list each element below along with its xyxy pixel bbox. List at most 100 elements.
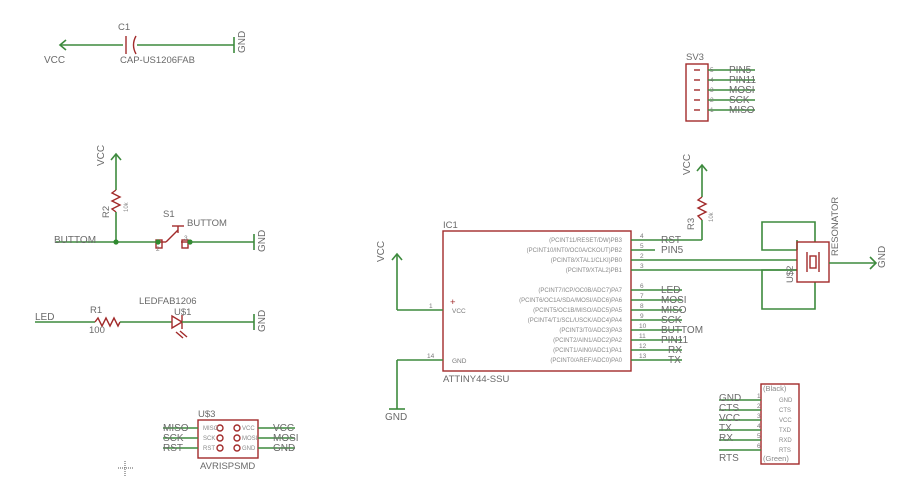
net-tx: TX [668,355,681,366]
s1-label: BUTTOM [187,218,227,229]
svg-text:RTS: RTS [779,448,791,454]
ftdi-bottom-label: (Green) [763,454,789,463]
svg-text:GND: GND [779,398,793,404]
svg-text:(PCINT9/XTAL2)PB1: (PCINT9/XTAL2)PB1 [566,268,623,274]
s1-pin-left: 2 [156,246,160,253]
net-buttom: BUTTOM [661,325,703,336]
ic1-gnd-pin: GND [452,358,467,365]
resistor-r1[interactable]: LED R1 100 [35,305,172,336]
sv3-name: SV3 [686,52,704,63]
s1-pin-right: 3 [184,235,188,242]
svg-text:10: 10 [639,323,647,330]
u3-net-vcc: VCC [273,423,294,434]
svg-text:5: 5 [710,67,714,74]
svg-text:(PCINT10/INT0/OC0A/CKOUT)PB2: (PCINT10/INT0/OC0A/CKOUT)PB2 [527,248,623,254]
vcc-label-c1: VCC [44,55,65,66]
net-mosi: MOSI [661,295,687,306]
c1-name: C1 [118,22,130,33]
net-rx: RX [668,345,682,356]
r3-value: 10k [709,211,715,222]
u3-net-mosi: MOSI [273,433,299,444]
origin-cross [118,461,133,476]
svg-text:5: 5 [757,433,761,440]
u3-net-sck: SCK [163,433,184,444]
ftdi-net-rts: RTS [719,453,739,464]
r2-name: R2 [101,206,112,218]
ic1-value: ATTINY44-SSU [443,374,509,385]
resistor-r2[interactable]: VCC R2 10k [96,145,130,242]
gnd-label-led: GND [257,310,268,332]
svg-text:2: 2 [640,253,644,260]
u3-net-miso: MISO [163,423,189,434]
led-value: LEDFAB1206 [139,296,197,307]
svg-text:12: 12 [639,343,647,350]
gnd-label-s1: GND [257,230,268,252]
sv3-pin-1: 5 PIN5 [694,65,755,76]
sv3-net-mosi: MOSI [729,85,755,96]
ic1-gnd-num: 14 [427,353,435,360]
header-sv3[interactable]: SV3 5 PIN5 4 PIN11 3 MOSI 2 SCK [685,52,756,122]
ic1-plus: + [450,297,456,308]
svg-text:TXD: TXD [779,428,792,434]
svg-text:VCC: VCC [779,418,792,424]
switch-s1[interactable]: S1 BUTTOM 2 3 GND [155,209,268,253]
ic1-name: IC1 [443,220,458,231]
svg-text:(PCINT7/ICP/OC0B/ADC7)PA7: (PCINT7/ICP/OC0B/ADC7)PA7 [538,288,622,294]
u3-pin-miso: MISO [203,426,219,432]
ic1-pin-8: (PCINT5/OC1B/MISO/ADC5)PA5 8 MISO [533,303,687,316]
net-miso: MISO [661,305,687,316]
svg-text:(PCINT5/OC1B/MISO/ADC5)PA5: (PCINT5/OC1B/MISO/ADC5)PA5 [533,308,623,314]
ic1-vcc-num: 1 [429,303,433,310]
svg-text:RXD: RXD [779,438,792,444]
svg-text:8: 8 [640,303,644,310]
u3-pin-sck: SCK [203,436,215,442]
u3-pin-vcc: VCC [242,426,255,432]
svg-text:CTS: CTS [779,408,791,414]
sv3-net-pin5: PIN5 [729,65,752,76]
svg-text:5: 5 [640,243,644,250]
svg-text:4: 4 [640,233,644,240]
u3-value: AVRISPSMD [200,461,255,472]
resistor-r3[interactable]: VCC R3 10k [655,154,715,241]
gnd-label-c1: GND [237,31,248,53]
vcc-label-ic1: VCC [376,241,387,262]
resonator-u2[interactable]: U$2 RESONATOR GND [761,197,888,310]
svg-text:6: 6 [757,443,761,450]
ftdi-net-tx: TX [719,423,732,434]
svg-text:3: 3 [710,87,714,94]
svg-text:13: 13 [639,353,647,360]
ic1-attiny44[interactable]: IC1 ATTINY44-SSU VCC 1 VCC + GND 14 GND … [376,220,798,423]
buttom-net-label: BUTTOM [54,235,96,246]
svg-text:3: 3 [640,263,644,270]
u3-pin-mosi: MOSI [242,436,258,442]
vcc-label-r2: VCC [96,145,107,166]
svg-text:9: 9 [640,313,644,320]
svg-text:(PCINT2/AIN1/ADC2)PA2: (PCINT2/AIN1/ADC2)PA2 [553,338,623,344]
led-u1[interactable]: LEDFAB1206 U$1 GND [139,296,268,339]
svg-text:(PCINT8/XTAL1/CLKI)PB0: (PCINT8/XTAL1/CLKI)PB0 [551,258,623,264]
net-pin11: PIN11 [661,335,688,346]
svg-text:(PCINT0/AREF/ADC0)PA0: (PCINT0/AREF/ADC0)PA0 [550,358,622,364]
r1-name: R1 [90,305,102,316]
isp-header-u3[interactable]: U$3 AVRISPSMD MISO SCK RST VCC MOSI GND … [163,409,299,472]
sv3-net-miso: MISO [729,105,755,116]
net-sck: SCK [661,315,682,326]
svg-text:(PCINT11/RESET/DW)PB3: (PCINT11/RESET/DW)PB3 [549,238,623,244]
ftdi-net-rx: RX [719,433,733,444]
vcc-label-r3: VCC [682,154,693,175]
capacitor-c1[interactable]: C1 CAP-US1206FAB VCC GND [44,22,248,66]
